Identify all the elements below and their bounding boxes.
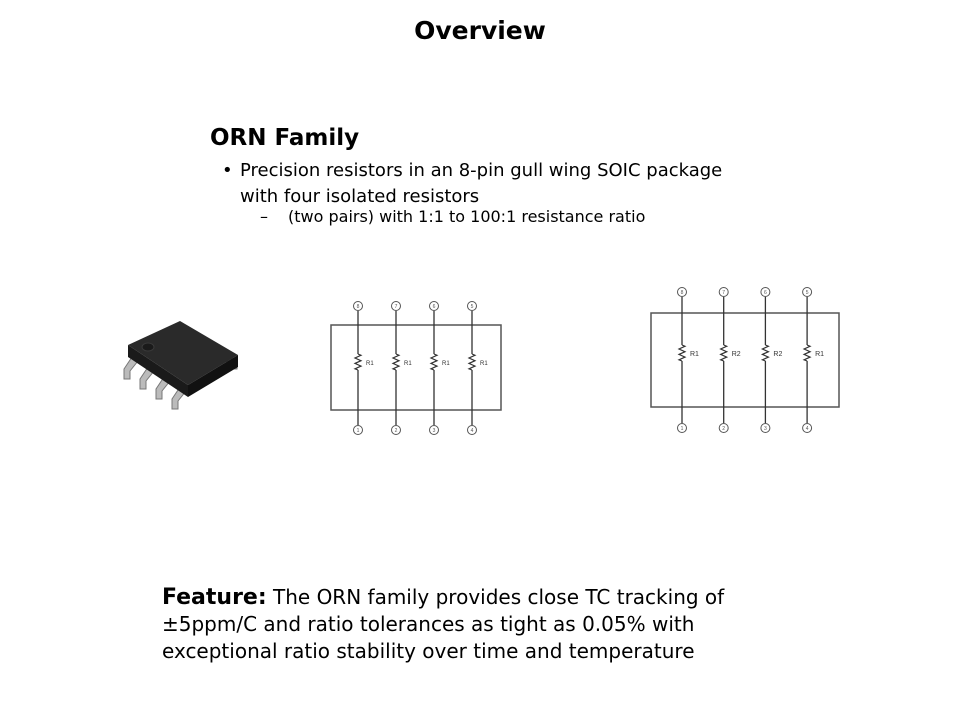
resistor-symbol [391,353,401,371]
package-outline [330,324,502,411]
feature-label: Feature: [162,585,267,610]
pin-number: 2 [722,426,725,432]
pin-number: 5 [806,290,809,296]
slide-title: Overview [414,16,546,45]
pin-number: 7 [395,304,398,310]
pin-number: 6 [764,290,767,296]
pin-number: 8 [681,290,684,296]
pin-number: 3 [764,426,767,432]
pin-number: 2 [395,428,398,434]
sub-bullet-item: – (two pairs) with 1:1 to 100:1 resistanc… [260,207,645,226]
resistor-label: R1 [480,361,488,367]
resistor-label: R1 [404,361,412,367]
pin-circle [391,301,401,311]
feature-body: The ORN family provides close TC trackin… [162,585,725,663]
dash-marker: – [260,207,268,226]
resistor-symbol [353,353,363,371]
pin-number: 3 [433,428,436,434]
bullet-text: Precision resistors in an 8-pin gull win… [240,160,723,207]
pin-number: 8 [357,304,360,310]
pin-circle [718,423,729,433]
pin-number: 5 [471,304,474,310]
pin-number: 6 [433,304,436,310]
pin-circle [677,423,687,433]
bullet-dot: • [222,160,233,181]
resistor-label: R1 [366,361,374,367]
resistor-symbol [467,353,477,371]
pin-circle [391,425,401,435]
resistor-label: R1 [442,361,450,367]
sub-bullet-text: (two pairs) with 1:1 to 100:1 resistance… [288,207,646,226]
pin-circle [467,301,477,311]
pin-circle [353,301,363,311]
pin-circle [802,287,813,297]
resistor-symbol [802,344,812,362]
package-outline [650,312,840,408]
pin-number: 4 [806,426,809,432]
resistor-label: R2 [773,351,782,358]
schematic-1-1-ratio: R1 8 1 R1 7 2 R1 6 3 R1 5 4 [330,301,502,435]
pin-circle [677,287,687,297]
pin-circle [353,425,363,435]
schematic-mixed-ratio: R1 8 1 R2 7 2 R2 6 3 R1 5 4 [650,287,840,433]
bullet-item: • Precision resistors in an 8-pin gull wi… [222,158,722,207]
pin-circle [467,425,477,435]
resistor-label: R1 [690,351,699,358]
soic-chip-image [123,321,238,410]
pin-circle [429,301,439,311]
pin-number: 7 [722,290,725,296]
pin-circle [429,425,439,435]
pin-circle [802,423,813,433]
resistor-label: R1 [815,351,824,358]
resistor-symbol [429,353,439,371]
pin-circle [760,287,771,297]
resistor-symbol [677,344,687,362]
pin-circle [718,287,729,297]
section-heading: ORN Family [210,125,360,151]
pin-number: 1 [681,426,684,432]
resistor-symbol [719,344,729,362]
pin-number: 1 [357,428,360,434]
pin-number: 4 [471,428,474,434]
resistor-label: R2 [732,351,741,358]
pin-circle [760,423,771,433]
feature-text: Feature: The ORN family provides close T… [162,584,802,665]
resistor-symbol [760,344,770,362]
